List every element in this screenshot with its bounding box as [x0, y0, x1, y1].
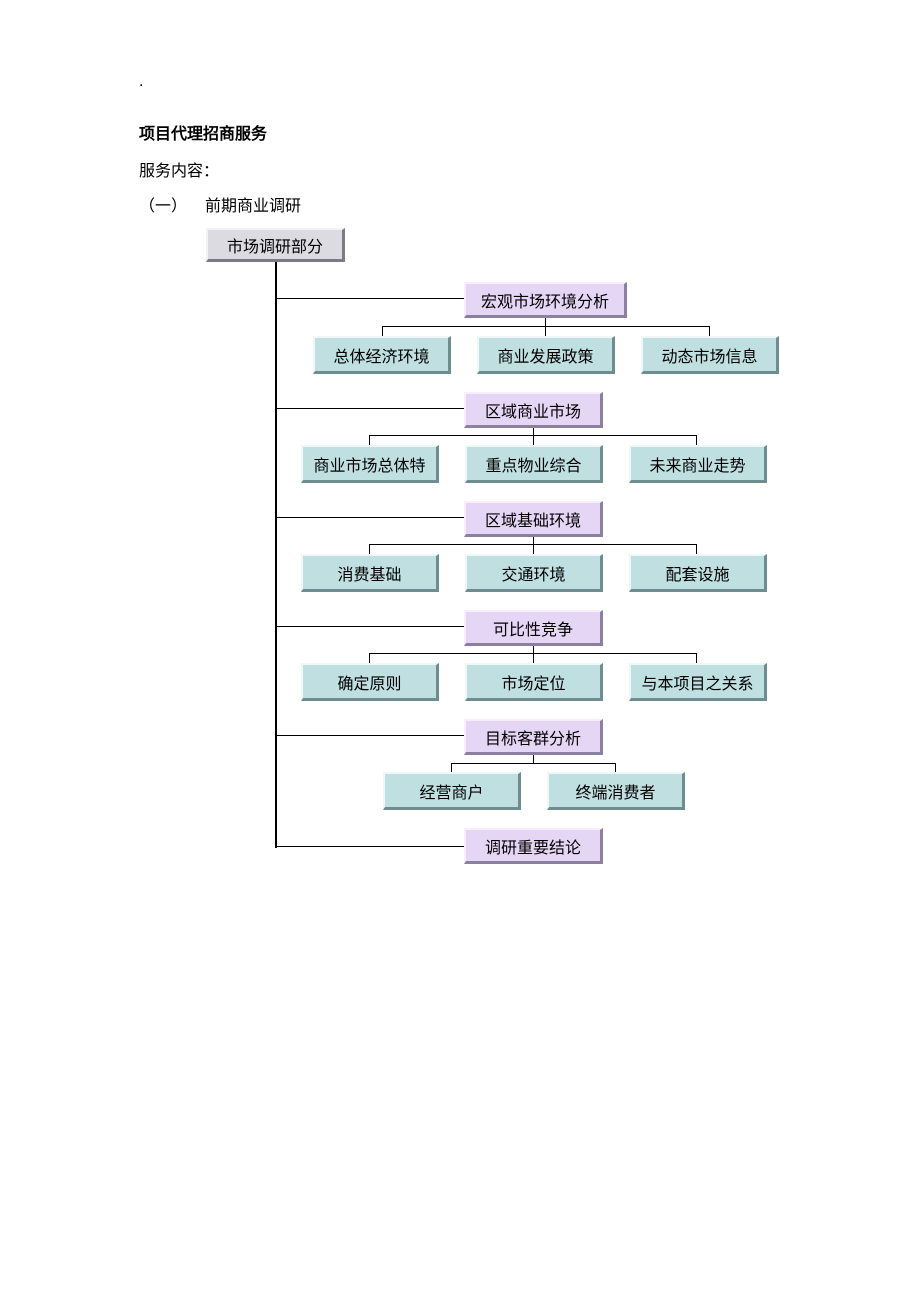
group-node-macro-market: 宏观市场环境分析 [464, 282, 627, 318]
connector [696, 544, 697, 555]
child-node: 市场定位 [465, 663, 603, 701]
section-heading: （一） 前期商业调研 [139, 192, 301, 216]
connector [382, 326, 710, 327]
page-title: 项目代理招商服务 [139, 124, 268, 143]
branch-line [276, 846, 466, 847]
connector [369, 653, 370, 664]
connector [533, 435, 534, 446]
branch-line [276, 735, 466, 736]
child-node: 商业市场总体特 [301, 445, 439, 483]
child-node: 未来商业走势 [629, 445, 767, 483]
connector [533, 544, 534, 555]
connector [533, 653, 534, 664]
group-node-comparable-competition: 可比性竞争 [464, 610, 603, 646]
group-node-regional-commerce: 区域商业市场 [464, 392, 603, 428]
branch-line [276, 408, 466, 409]
connector [545, 326, 546, 337]
connector [451, 763, 452, 773]
connector [382, 326, 383, 337]
branch-line [276, 298, 466, 299]
connector [533, 427, 534, 435]
connector [545, 317, 546, 326]
child-node: 动态市场信息 [641, 336, 779, 374]
section-title: 前期商业调研 [205, 196, 302, 215]
connector [696, 435, 697, 446]
group-node-key-conclusions: 调研重要结论 [464, 828, 603, 864]
child-node: 配套设施 [629, 554, 767, 592]
connector [533, 645, 534, 653]
group-node-target-customers: 目标客群分析 [464, 719, 603, 755]
branch-line [276, 626, 466, 627]
connector [369, 435, 370, 446]
branch-line [276, 517, 466, 518]
connector [709, 326, 710, 337]
connector [451, 763, 616, 764]
section-number: （一） [139, 196, 188, 215]
child-node: 消费基础 [301, 554, 439, 592]
connector [533, 536, 534, 544]
child-node: 交通环境 [465, 554, 603, 592]
trunk-line [275, 261, 277, 848]
child-node: 与本项目之关系 [629, 663, 767, 701]
child-node: 商业发展政策 [477, 336, 615, 374]
child-node: 确定原则 [301, 663, 439, 701]
connector [696, 653, 697, 664]
root-node: 市场调研部分 [206, 228, 345, 262]
group-node-regional-infrastructure: 区域基础环境 [464, 501, 603, 537]
service-content-label: 服务内容： [139, 161, 220, 180]
connector [615, 763, 616, 773]
connector [533, 754, 534, 763]
child-node: 总体经济环境 [313, 336, 451, 374]
page-dot: . [139, 74, 144, 90]
child-node: 重点物业综合 [465, 445, 603, 483]
child-node: 经营商户 [383, 772, 521, 810]
connector [369, 544, 370, 555]
child-node: 终端消费者 [547, 772, 685, 810]
